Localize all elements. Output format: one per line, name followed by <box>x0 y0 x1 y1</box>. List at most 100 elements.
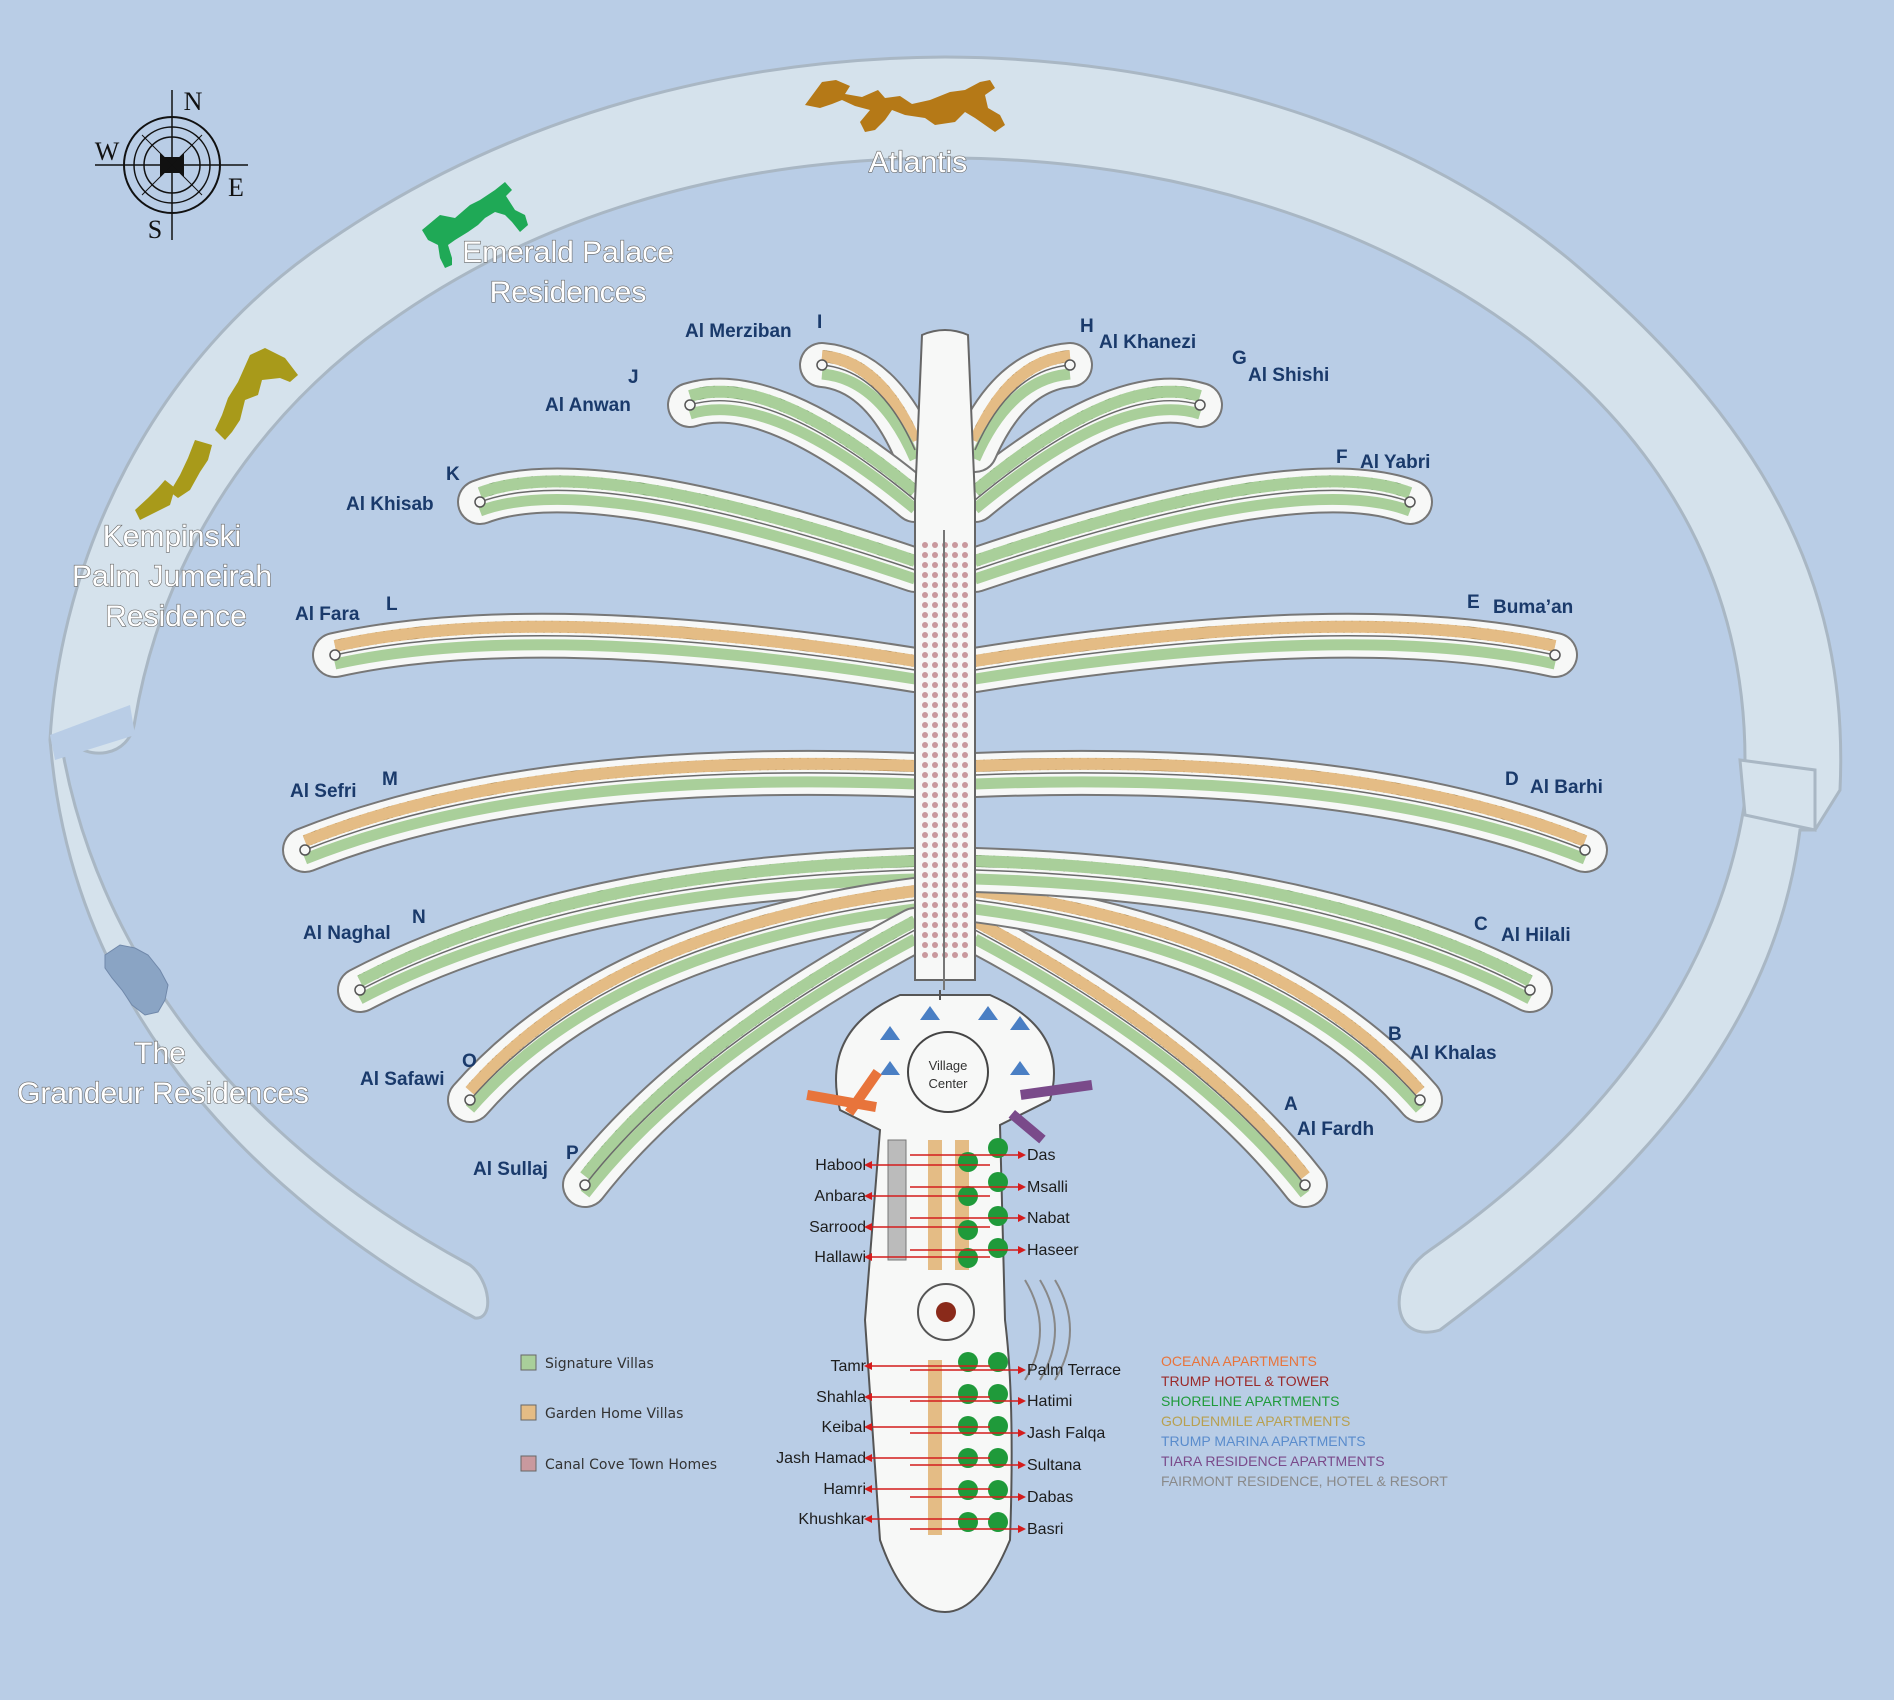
kempinski-label-line1: Kempinski <box>103 520 241 553</box>
trunk-label-trunk_lower_left-1: Shahla <box>816 1389 866 1406</box>
frond-name-o: Al Safawi <box>360 1069 444 1090</box>
trunk-labels: HaboolAnbaraSarroodHallawiDasMsalliNabat… <box>776 1147 1121 1538</box>
trunk-label-trunk_lower_right-0: Palm Terrace <box>1027 1362 1121 1379</box>
villa-legend: Signature Villas Garden Home Villas Cana… <box>520 1354 717 1473</box>
development-label-0: OCEANA APARTMENTS <box>1161 1353 1317 1369</box>
kempinski-building <box>135 348 298 520</box>
frond-name-l: Al Fara <box>295 604 360 625</box>
frond-name-e: Buma’an <box>1493 597 1573 618</box>
frond-name-b: Al Khalas <box>1410 1043 1497 1064</box>
trunk-label-trunk_lower_left-2: Keibal <box>822 1419 866 1436</box>
frond-h <box>952 342 1093 473</box>
frond-letter-b: B <box>1388 1024 1402 1045</box>
frond-name-j: Al Anwan <box>545 395 631 416</box>
trunk-label-trunk_upper_left-2: Sarrood <box>809 1219 866 1236</box>
emerald-palace-label-line2: Residences <box>490 276 647 309</box>
trunk-label-trunk_upper_left-0: Habool <box>815 1157 866 1174</box>
frond-letter-f: F <box>1336 447 1348 468</box>
compass-west-label: W <box>95 137 120 166</box>
village-center-line2: Center <box>928 1076 968 1091</box>
frond-name-f: Al Yabri <box>1360 452 1430 473</box>
crescent-breakwater <box>48 55 1843 1334</box>
frond-g <box>952 377 1223 523</box>
trunk-label-trunk_lower_right-1: Hatimi <box>1027 1393 1072 1410</box>
frond-letter-h: H <box>1080 316 1094 337</box>
frond-l <box>312 612 938 693</box>
frond-name-p: Al Sullaj <box>473 1159 548 1180</box>
frond-name-a: Al Fardh <box>1297 1119 1374 1140</box>
frond-name-g: Al Shishi <box>1248 365 1329 386</box>
legend-swatch-canal <box>520 1455 537 1472</box>
frond-name-d: Al Barhi <box>1530 777 1603 798</box>
trunk-label-trunk_lower_left-4: Hamri <box>823 1481 866 1498</box>
frond-letter-p: P <box>566 1143 579 1164</box>
compass-east-label: E <box>228 173 244 202</box>
development-label-3: GOLDENMILE APARTMENTS <box>1161 1413 1350 1429</box>
frond-d <box>952 749 1608 873</box>
spine <box>914 329 976 990</box>
frond-letter-i: I <box>817 312 822 333</box>
frond-letter-n: N <box>412 907 426 928</box>
frond-name-c: Al Hilali <box>1501 925 1571 946</box>
frond-e <box>952 612 1578 693</box>
compass-south-label: S <box>148 215 162 244</box>
emerald-palace-building <box>422 182 528 268</box>
trunk-label-trunk_lower_left-3: Jash Hamad <box>776 1450 866 1467</box>
frond-k <box>457 467 938 593</box>
trunk-label-trunk_lower_left-0: Tamr <box>830 1358 866 1375</box>
frond-a <box>952 907 1328 1208</box>
frond-letter-k: K <box>446 464 460 485</box>
development-label-4: TRUMP MARINA APARTMENTS <box>1161 1433 1366 1449</box>
trunk-label-trunk_lower_right-5: Basri <box>1027 1521 1063 1538</box>
trunk-label-trunk_lower_right-3: Sultana <box>1027 1457 1081 1474</box>
development-label-1: TRUMP HOTEL & TOWER <box>1161 1373 1329 1389</box>
development-label-5: TIARA RESIDENCE APARTMENTS <box>1161 1453 1385 1469</box>
frond-n <box>337 847 938 1013</box>
trunk-label-trunk_lower_right-2: Jash Falqa <box>1027 1425 1105 1442</box>
grandeur-label-line2: Grandeur Residences <box>17 1077 309 1110</box>
atlantis-label: Atlantis <box>869 146 967 179</box>
frond-letter-m: M <box>382 769 398 790</box>
development-label-6: FAIRMONT RESIDENCE, HOTEL & RESORT <box>1161 1473 1448 1489</box>
trunk-label-trunk_upper_right-3: Haseer <box>1027 1242 1079 1259</box>
frond-letter-c: C <box>1474 914 1488 935</box>
frond-letter-g: G <box>1232 348 1247 369</box>
frond-f <box>952 467 1433 593</box>
frond-letter-l: L <box>386 594 398 615</box>
compass-rose: N S E W <box>95 87 248 244</box>
frond-name-i: Al Merziban <box>685 321 792 342</box>
development-legend: OCEANA APARTMENTS TRUMP HOTEL & TOWER SHOR… <box>1161 1353 1448 1489</box>
frond-c <box>952 847 1553 1013</box>
frond-p <box>562 907 938 1208</box>
development-label-2: SHORELINE APARTMENTS <box>1161 1393 1339 1409</box>
emerald-palace-label-line1: Emerald Palace <box>462 236 674 269</box>
kempinski-label-line2: Palm Jumeirah <box>72 560 272 593</box>
frond-name-k: Al Khisab <box>346 494 434 515</box>
crescent-labels: Atlantis Emerald Palace Residences Kempi… <box>16 145 967 1110</box>
kempinski-label-line3: Residence <box>105 600 247 633</box>
frond-name-n: Al Naghal <box>303 923 391 944</box>
trunk-label-trunk_upper_left-1: Anbara <box>814 1188 866 1205</box>
frond-name-m: Al Sefri <box>290 781 357 802</box>
legend-canal-cove-town-homes: Canal Cove Town Homes <box>545 1457 717 1473</box>
legend-swatch-signature <box>520 1354 537 1371</box>
frond-o <box>447 877 938 1123</box>
frond-b <box>952 877 1443 1123</box>
trunk-label-trunk_lower_right-4: Dabas <box>1027 1489 1073 1506</box>
frond-name-h: Al Khanezi <box>1099 332 1196 353</box>
fronds-layer <box>282 342 1608 1208</box>
compass-north-label: N <box>184 87 203 116</box>
village-center-circle <box>907 1031 989 1113</box>
frond-letter-d: D <box>1505 769 1519 790</box>
frond-letter-a: A <box>1284 1094 1298 1115</box>
grandeur-label-line1: The <box>134 1037 186 1070</box>
frond-j <box>667 377 938 523</box>
grandeur-building <box>104 944 169 1016</box>
trunk-label-trunk_upper_right-1: Msalli <box>1027 1179 1068 1196</box>
trunk-label-trunk_lower_left-5: Khushkar <box>798 1511 866 1528</box>
frond-i <box>799 342 938 473</box>
trunk-label-trunk_upper_right-2: Nabat <box>1027 1210 1070 1227</box>
frond-letter-o: O <box>462 1051 477 1072</box>
trunk-label-trunk_upper_left-3: Hallawi <box>814 1249 866 1266</box>
